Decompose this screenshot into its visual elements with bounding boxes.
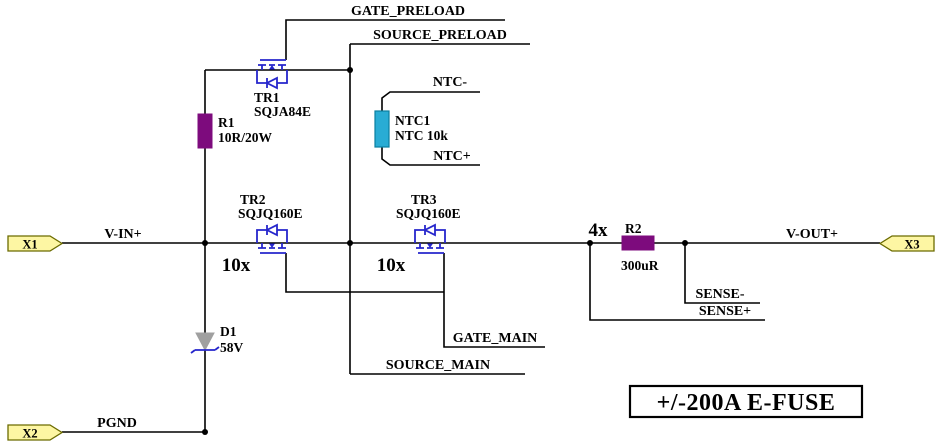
component-ref-tr1: TR1 xyxy=(254,90,280,105)
junction-dots xyxy=(202,67,688,435)
component-ref-r1: R1 xyxy=(218,115,235,130)
component-ref-ntc1: NTC1 xyxy=(395,113,431,128)
component-tr3: TR3 SQJQ160E 10x xyxy=(377,192,461,276)
wire-tr2-gate xyxy=(285,253,444,293)
net-label-sense-minus: SENSE- xyxy=(695,287,744,302)
net-label-source-preload: SOURCE_PRELOAD xyxy=(373,28,507,43)
component-value-d1: 58V xyxy=(220,340,244,355)
net-label-gate-preload: GATE_PRELOAD xyxy=(351,4,465,19)
component-value-r1: 10R/20W xyxy=(218,130,273,145)
junction-dot xyxy=(347,240,353,246)
net-label-pgnd: PGND xyxy=(97,416,137,431)
component-ref-tr3: TR3 xyxy=(411,192,437,207)
connector-shape-x2 xyxy=(7,424,64,441)
component-ref-tr2: TR2 xyxy=(240,192,266,207)
wire-sense-minus xyxy=(684,243,760,304)
component-d1: D1 58V xyxy=(190,324,244,355)
connector-x2: X2 xyxy=(7,424,64,441)
connector-label-x3: X3 xyxy=(904,238,919,252)
wire-ntc-minus xyxy=(381,91,480,111)
junction-dot xyxy=(347,67,353,73)
net-label-ntc-minus: NTC- xyxy=(433,75,468,90)
resistor-body-r2 xyxy=(621,235,655,251)
net-label-ntc-plus: NTC+ xyxy=(433,149,471,164)
component-r2: R2 300uR 4x xyxy=(589,220,659,273)
connector-shape-x3 xyxy=(878,235,935,252)
title-box xyxy=(628,384,864,419)
diode-cathode-bar-d1 xyxy=(190,346,220,354)
component-multiplier-r2: 4x xyxy=(589,220,609,241)
net-labels: GATE_PRELOAD SOURCE_PRELOAD NTC- NTC+ V-… xyxy=(97,4,838,431)
ntc-body-ntc1 xyxy=(374,110,390,148)
component-part-tr2: SQJQ160E xyxy=(238,206,303,221)
connector-label-x1: X1 xyxy=(22,238,37,252)
component-value-r2: 300uR xyxy=(621,258,659,273)
wire-ntc-plus xyxy=(381,147,480,166)
title-block: +/-200A E-FUSE xyxy=(628,384,864,419)
junction-dot xyxy=(202,240,208,246)
junction-dot xyxy=(202,429,208,435)
component-value-ntc1: NTC 10k xyxy=(395,128,448,143)
component-ntc1: NTC1 NTC 10k xyxy=(374,110,448,148)
wire-sense-plus xyxy=(589,243,765,321)
connector-shape-x1 xyxy=(7,235,64,252)
connector-label-x2: X2 xyxy=(22,427,37,441)
component-multiplier-tr2: 10x xyxy=(222,255,251,276)
junction-dot xyxy=(682,240,688,246)
component-part-tr1: SQJA84E xyxy=(254,104,311,119)
component-multiplier-tr3: 10x xyxy=(377,255,406,276)
net-label-v-in: V-IN+ xyxy=(104,227,141,242)
connector-x3: X3 xyxy=(878,235,935,252)
wire-net xyxy=(62,19,880,433)
net-label-gate-main: GATE_MAIN xyxy=(453,331,538,346)
schematic-title: +/-200A E-FUSE xyxy=(657,390,836,416)
junction-dot xyxy=(587,240,593,246)
component-tr1: TR1 SQJA84E xyxy=(254,59,311,119)
component-r1: R1 10R/20W xyxy=(197,113,273,149)
net-label-source-main: SOURCE_MAIN xyxy=(386,358,490,373)
wire-gate-preload xyxy=(285,19,505,60)
net-label-sense-plus: SENSE+ xyxy=(699,304,751,319)
component-tr2: TR2 SQJQ160E 10x xyxy=(222,192,303,276)
component-ref-d1: D1 xyxy=(220,324,237,339)
component-part-tr3: SQJQ160E xyxy=(396,206,461,221)
component-ref-r2: R2 xyxy=(625,221,642,236)
diode-triangle-d1 xyxy=(195,332,215,352)
wire-gate-main xyxy=(443,253,545,348)
resistor-body-r1 xyxy=(197,113,213,149)
net-label-v-out: V-OUT+ xyxy=(786,227,838,242)
connector-x1: X1 xyxy=(7,235,64,252)
